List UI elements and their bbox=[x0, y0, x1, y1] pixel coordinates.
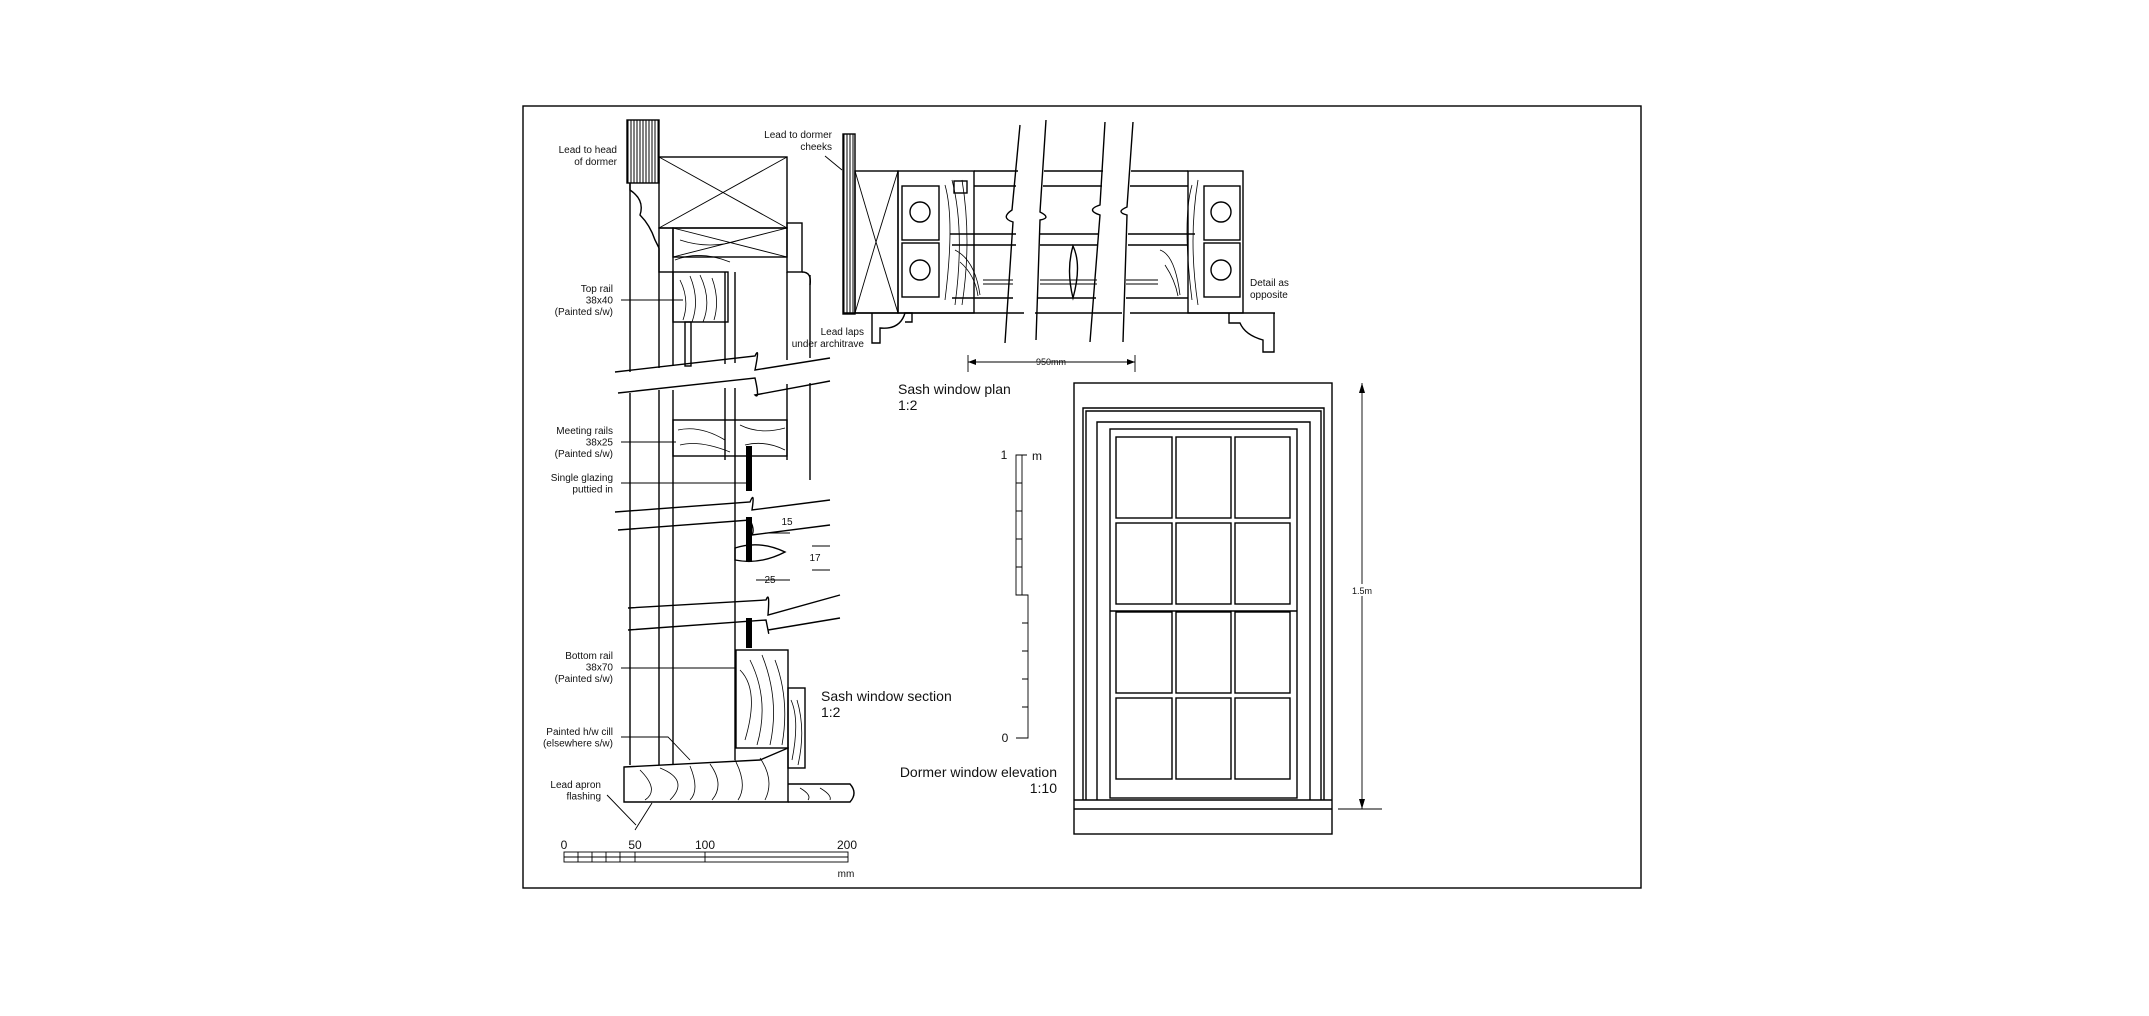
elev-scale-top: 1 bbox=[1001, 448, 1008, 462]
window-pane-4-3 bbox=[1234, 697, 1291, 780]
lead-cheek-block bbox=[842, 133, 856, 315]
window-pane-4-2 bbox=[1175, 697, 1232, 780]
window-pane-1-2 bbox=[1175, 436, 1232, 519]
scale-tick-100: 100 bbox=[695, 838, 715, 852]
elevation-scale: 1:10 bbox=[1030, 780, 1057, 796]
plan-width-dim: 950mm bbox=[1036, 357, 1066, 367]
sheet-border bbox=[522, 105, 1642, 889]
scale-tick-50: 50 bbox=[628, 838, 642, 852]
window-pane-2-1 bbox=[1115, 522, 1173, 605]
elevation-scale-bar: 1 m 0 bbox=[1001, 448, 1042, 745]
window-pane-1-1 bbox=[1115, 436, 1173, 519]
window-pane-3-1 bbox=[1115, 611, 1173, 694]
dormer-elevation-drawing: 1.5m bbox=[1073, 382, 1382, 835]
elevation-height-dim: 1.5m bbox=[1352, 586, 1372, 596]
section-title: Sash window section bbox=[821, 688, 952, 704]
sash-plan-drawing: 950mm bbox=[842, 119, 1275, 372]
scale-unit: mm bbox=[838, 869, 855, 880]
elev-scale-unit: m bbox=[1032, 449, 1042, 463]
window-panes bbox=[1115, 436, 1291, 780]
plan-title: Sash window plan bbox=[898, 381, 1011, 397]
window-pane-3-2 bbox=[1175, 611, 1232, 694]
window-pane-3-3 bbox=[1234, 611, 1291, 694]
window-pane-2-2 bbox=[1175, 522, 1232, 605]
dim-25: 25 bbox=[764, 575, 776, 586]
plan-scale: 1:2 bbox=[898, 397, 918, 413]
elevation-title: Dormer window elevation bbox=[900, 764, 1057, 780]
scale-tick-200: 200 bbox=[837, 838, 857, 852]
dim-17: 17 bbox=[809, 553, 821, 564]
sash-section-drawing: 15 17 25 bbox=[614, 119, 855, 803]
section-scale: 1:2 bbox=[821, 704, 841, 720]
window-pane-1-3 bbox=[1234, 436, 1291, 519]
scale-tick-0: 0 bbox=[561, 838, 568, 852]
window-pane-2-3 bbox=[1234, 522, 1291, 605]
dim-15: 15 bbox=[781, 517, 793, 528]
label-cill: Painted h/w cill(elsewhere s/w) bbox=[543, 727, 613, 750]
lead-head-block bbox=[626, 119, 660, 184]
elev-scale-bottom: 0 bbox=[1002, 731, 1009, 745]
glazing-pane bbox=[746, 446, 752, 491]
window-pane-4-1 bbox=[1115, 697, 1173, 780]
section-scale-bar: 0 50 100 200 mm bbox=[561, 838, 858, 880]
